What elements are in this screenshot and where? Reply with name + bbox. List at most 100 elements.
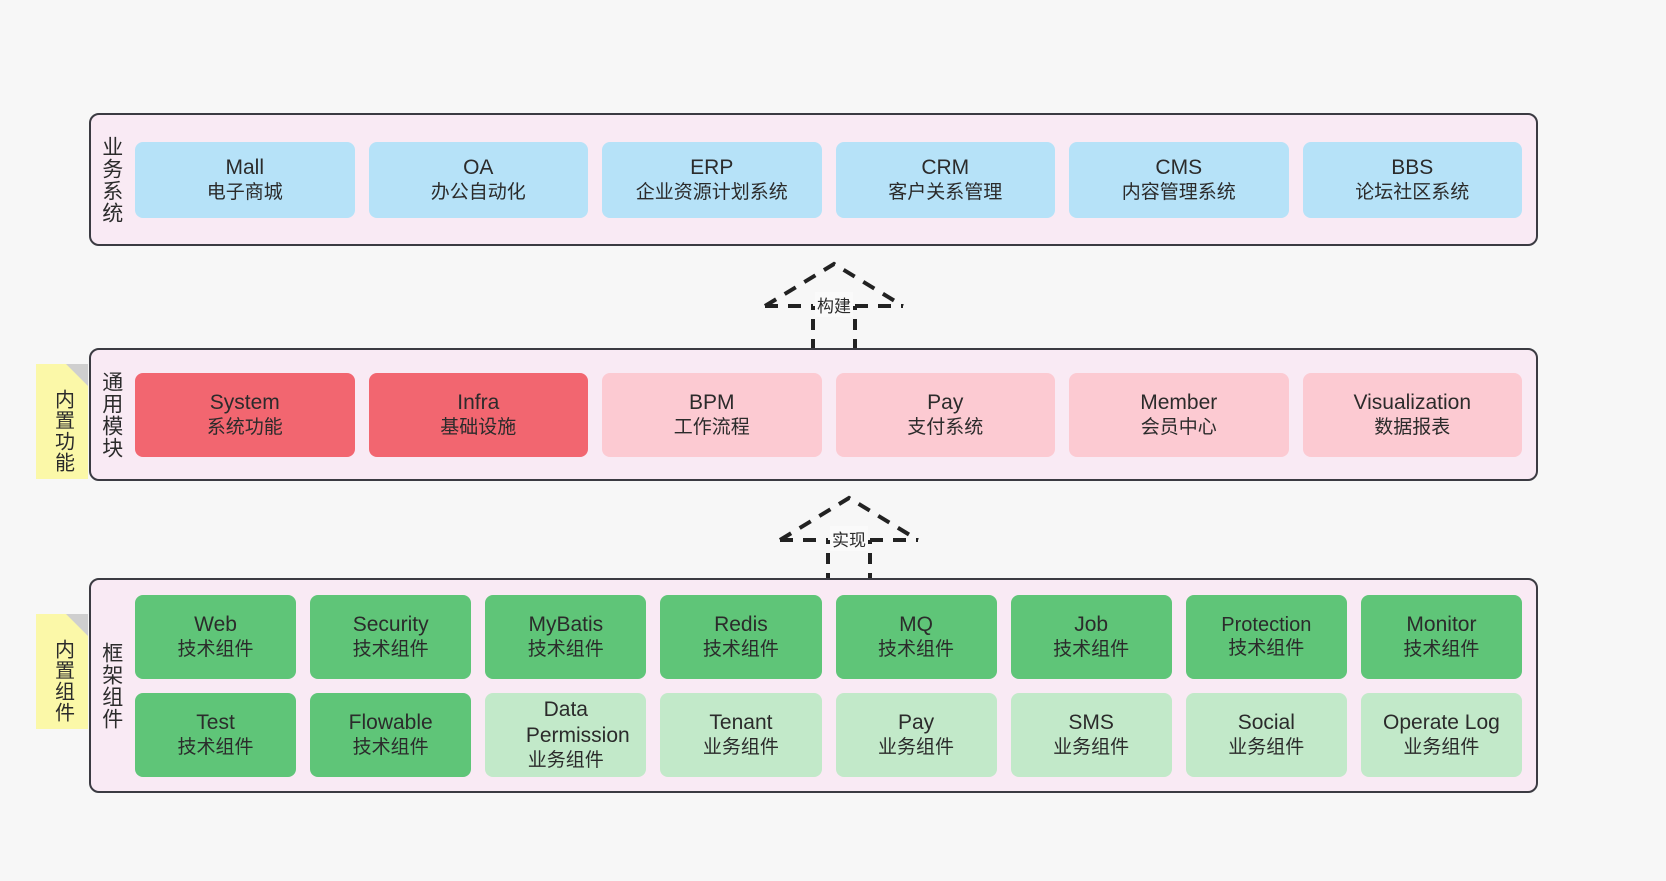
- card-security[interactable]: Security 技术组件: [310, 594, 472, 679]
- card-data-permission[interactable]: Data Permission 业务组件: [485, 692, 647, 777]
- card-infra[interactable]: Infra 基础设施: [368, 372, 588, 457]
- sticky-note-label: 内置功能: [51, 388, 74, 473]
- card-title: Test: [196, 711, 235, 735]
- card-title: Member: [1140, 391, 1218, 415]
- card-subtitle: 办公自动化: [430, 181, 526, 203]
- card-job[interactable]: Job 技术组件: [1010, 594, 1172, 679]
- card-title: Redis: [714, 613, 768, 637]
- card-subtitle: 业务组件: [1053, 736, 1130, 758]
- card-subtitle: 业务组件: [1228, 736, 1305, 758]
- card-title: Tenant: [709, 711, 773, 735]
- connector-implement-label: 实现: [830, 526, 868, 551]
- card-title: MQ: [899, 613, 933, 637]
- card-flowable[interactable]: Flowable 技术组件: [310, 692, 472, 777]
- card-erp[interactable]: ERP 企业资源计划系统: [602, 141, 822, 218]
- card-crm[interactable]: CRM 客户关系管理: [835, 141, 1055, 218]
- card-title: Mall: [225, 156, 264, 180]
- card-title: CMS: [1155, 156, 1203, 180]
- card-title: Pay: [927, 391, 964, 415]
- layer-title-framework-component: 框架组件: [99, 641, 123, 730]
- card-title: Job: [1074, 613, 1109, 637]
- card-operate-log[interactable]: Operate Log 业务组件: [1360, 692, 1522, 777]
- card-mall[interactable]: Mall 电子商城: [135, 141, 355, 218]
- layer-business-system: 业务系统 Mall 电子商城 OA 办公自动化 ERP 企业资源计划系统 CRM…: [89, 113, 1538, 246]
- card-title: Operate Log: [1383, 711, 1500, 735]
- card-sms[interactable]: SMS 业务组件: [1010, 692, 1172, 777]
- layer-body-framework-component: Web 技术组件 Security 技术组件 MyBatis 技术组件 Redi…: [131, 580, 1536, 791]
- card-subtitle: 业务组件: [878, 736, 955, 758]
- layer-title-common-module: 通用模块: [99, 370, 123, 459]
- card-test[interactable]: Test 技术组件: [135, 692, 297, 777]
- card-title: Infra: [457, 391, 500, 415]
- card-title: SMS: [1068, 711, 1114, 735]
- card-subtitle: 系统功能: [206, 416, 283, 438]
- card-title: Visualization: [1353, 391, 1472, 415]
- card-subtitle: 业务组件: [702, 736, 779, 758]
- card-bpm[interactable]: BPM 工作流程: [602, 372, 822, 457]
- card-title: Security: [352, 613, 429, 637]
- card-bbs[interactable]: BBS 论坛社区系统: [1302, 141, 1522, 218]
- card-subtitle: 企业资源计划系统: [635, 181, 788, 203]
- card-subtitle: 技术组件: [177, 638, 254, 660]
- connector-build: 构建: [755, 258, 925, 350]
- card-subtitle: 工作流程: [673, 416, 750, 438]
- card-pay-component[interactable]: Pay 业务组件: [835, 692, 997, 777]
- card-subtitle: 内容管理系统: [1121, 181, 1236, 203]
- card-title: Pay: [897, 711, 935, 735]
- card-redis[interactable]: Redis 技术组件: [660, 594, 822, 679]
- card-subtitle: 技术组件: [1228, 638, 1305, 660]
- connector-build-label: 构建: [815, 292, 853, 317]
- card-subtitle: 技术组件: [878, 638, 955, 660]
- card-row: System 系统功能 Infra 基础设施 BPM 工作流程 Pay 支付系统…: [135, 372, 1522, 457]
- card-title: MyBatis: [528, 613, 604, 637]
- card-subtitle: 电子商城: [206, 181, 283, 203]
- card-subtitle: 数据报表: [1374, 416, 1451, 438]
- card-subtitle: 技术组件: [352, 638, 429, 660]
- card-subtitle: 技术组件: [352, 736, 429, 758]
- card-subtitle: 会员中心: [1140, 416, 1217, 438]
- card-subtitle: 客户关系管理: [888, 181, 1003, 203]
- layer-body-business-system: Mall 电子商城 OA 办公自动化 ERP 企业资源计划系统 CRM 客户关系…: [131, 115, 1536, 244]
- card-subtitle: 技术组件: [527, 638, 604, 660]
- card-title: Data Permission: [525, 698, 630, 747]
- card-title: Protection: [1221, 613, 1312, 636]
- card-visualization[interactable]: Visualization 数据报表: [1302, 372, 1522, 457]
- note-fold-corner-icon: [66, 614, 88, 636]
- sticky-note-builtin-component: 内置组件: [36, 614, 88, 729]
- card-subtitle: 技术组件: [702, 638, 779, 660]
- card-title: System: [209, 391, 280, 415]
- card-subtitle: 业务组件: [527, 749, 604, 771]
- card-title: Flowable: [348, 711, 433, 735]
- card-cms[interactable]: CMS 内容管理系统: [1069, 141, 1289, 218]
- card-row: Web 技术组件 Security 技术组件 MyBatis 技术组件 Redi…: [135, 594, 1522, 679]
- card-mybatis[interactable]: MyBatis 技术组件: [485, 594, 647, 679]
- connector-implement: 实现: [770, 492, 940, 584]
- card-title: Web: [194, 613, 237, 637]
- card-title: CRM: [921, 156, 970, 180]
- card-tenant[interactable]: Tenant 业务组件: [660, 692, 822, 777]
- card-title: Social: [1237, 711, 1295, 735]
- connector-build-arrow: [763, 261, 905, 350]
- card-subtitle: 技术组件: [1053, 638, 1130, 660]
- card-row: Mall 电子商城 OA 办公自动化 ERP 企业资源计划系统 CRM 客户关系…: [135, 141, 1522, 218]
- card-social[interactable]: Social 业务组件: [1185, 692, 1347, 777]
- card-member[interactable]: Member 会员中心: [1069, 372, 1289, 457]
- card-title: Monitor: [1406, 613, 1477, 637]
- card-system[interactable]: System 系统功能: [135, 372, 355, 457]
- layer-common-module: 通用模块 System 系统功能 Infra 基础设施 BPM 工作流程 Pay…: [89, 348, 1538, 481]
- connector-implement-arrow: [778, 495, 920, 584]
- sticky-note-builtin-function: 内置功能: [36, 364, 88, 479]
- card-oa[interactable]: OA 办公自动化: [368, 141, 588, 218]
- card-subtitle: 技术组件: [1403, 638, 1480, 660]
- card-title: OA: [463, 156, 494, 180]
- card-protection[interactable]: Protection 技术组件: [1185, 594, 1347, 679]
- card-web[interactable]: Web 技术组件: [135, 594, 297, 679]
- card-pay[interactable]: Pay 支付系统: [835, 372, 1055, 457]
- card-row: Test 技术组件 Flowable 技术组件 Data Permission …: [135, 692, 1522, 777]
- card-mq[interactable]: MQ 技术组件: [835, 594, 997, 679]
- card-monitor[interactable]: Monitor 技术组件: [1360, 594, 1522, 679]
- layer-title-business-system: 业务系统: [99, 135, 123, 224]
- card-subtitle: 业务组件: [1403, 736, 1480, 758]
- layer-body-common-module: System 系统功能 Infra 基础设施 BPM 工作流程 Pay 支付系统…: [131, 350, 1536, 479]
